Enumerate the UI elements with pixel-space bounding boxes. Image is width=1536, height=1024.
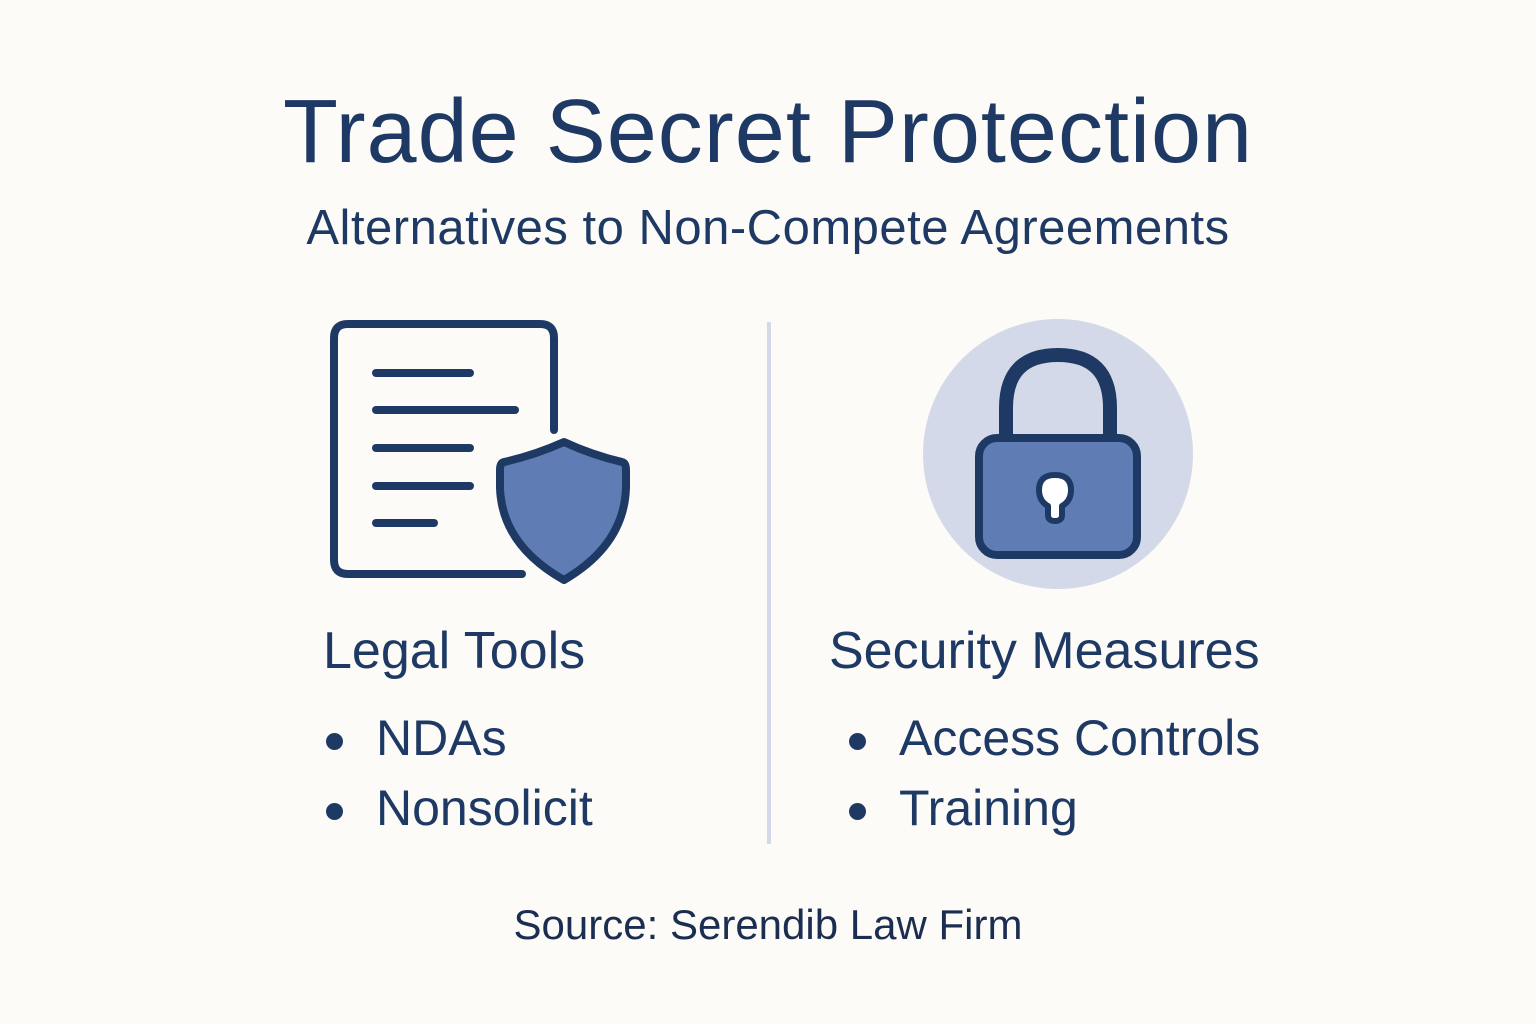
legal-tools-list: NDAs Nonsolicit [326, 703, 593, 843]
list-item-label: Nonsolicit [376, 780, 593, 836]
list-item: Access Controls [849, 703, 1260, 773]
column-divider [767, 322, 771, 844]
padlock-icon [910, 310, 1210, 600]
source-caption: Source: Serendib Law Firm [513, 901, 1023, 948]
security-measures-list: Access Controls Training [849, 703, 1260, 843]
page-subtitle: Alternatives to Non-Compete Agreements [306, 201, 1230, 255]
bullet-icon [326, 733, 343, 750]
security-measures-heading: Security Measures [829, 622, 1260, 680]
list-item: Nonsolicit [326, 773, 593, 843]
document-shield-icon [320, 310, 640, 600]
legal-tools-heading: Legal Tools [323, 622, 586, 680]
page-title: Trade Secret Protection [282, 82, 1254, 182]
bullet-icon [849, 733, 866, 750]
list-item-label: Training [899, 780, 1078, 836]
list-item: Training [849, 773, 1260, 843]
list-item-label: Access Controls [899, 710, 1261, 766]
bullet-icon [849, 803, 866, 820]
bullet-icon [326, 803, 343, 820]
list-item: NDAs [326, 703, 593, 773]
list-item-label: NDAs [376, 710, 507, 766]
